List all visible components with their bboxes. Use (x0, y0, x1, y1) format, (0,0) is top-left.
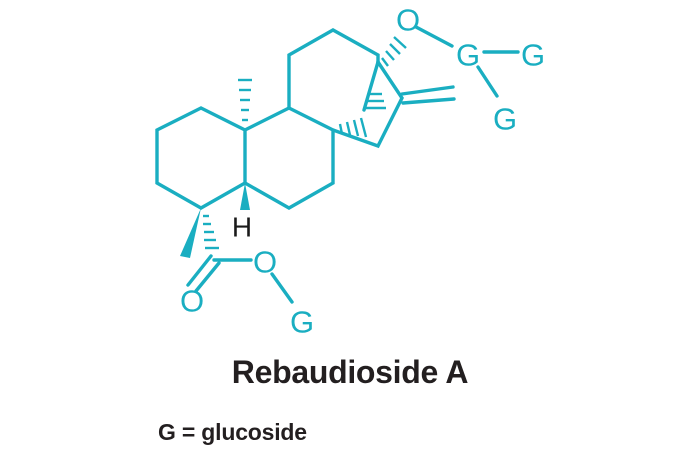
hashed-bond-junction (338, 117, 368, 138)
hashed-methyl (238, 78, 252, 122)
exocyclic-methylene (400, 85, 456, 105)
ring-d (331, 60, 404, 149)
wedge-bond-methyl (180, 208, 201, 258)
ring-b (243, 106, 335, 210)
ester-oxygen-label: O (253, 245, 277, 280)
ring-c (287, 28, 380, 110)
compound-name: Rebaudioside A (231, 354, 469, 390)
ring-oxygen-label: O (396, 3, 420, 38)
hashed-bond-oxygen (381, 36, 407, 67)
carbonyl-oxygen-label: O (180, 284, 204, 319)
branch-sugar-right-label: G (521, 38, 545, 73)
ester-sugar-label: G (290, 305, 314, 340)
ring-sugar-label: G (456, 38, 480, 73)
ester-group (186, 254, 294, 304)
stereo-hydrogen-label: H (232, 212, 252, 243)
branch-sugar-down-label: G (493, 102, 517, 137)
ring-a (155, 106, 247, 210)
hashed-bond-carboxyl (203, 214, 219, 250)
wedge-bond-hydrogen (240, 183, 250, 210)
hashed-bond-bridge (366, 92, 386, 110)
glycoside-chain (414, 25, 520, 98)
glucoside-legend: G = glucoside (158, 419, 307, 445)
